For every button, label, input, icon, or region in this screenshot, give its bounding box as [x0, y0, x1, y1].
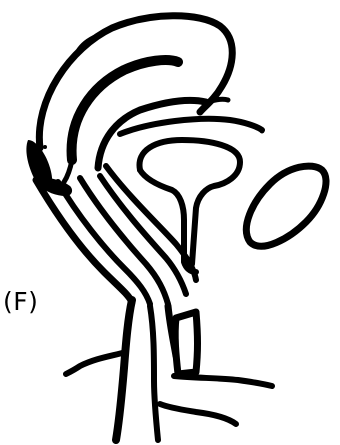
lower-stem-middle [150, 306, 158, 440]
lower-arch-band [98, 100, 206, 168]
left-dark-dot [43, 145, 47, 149]
arch-crossing-band [120, 119, 262, 134]
arch-right-tick [204, 99, 228, 104]
arch-crossing-dot [260, 129, 265, 134]
lower-right-cell [175, 312, 197, 374]
panel-label: (F) [3, 289, 38, 314]
stem-left-branch [66, 352, 126, 374]
lower-stem-left-wall [116, 300, 132, 440]
isolated-oval-structure [246, 166, 326, 246]
base-right-branch-lower [160, 404, 236, 424]
outer-arch-hook [77, 38, 94, 54]
inner-arch-tail [64, 160, 72, 182]
base-right-branch-upper [174, 376, 272, 386]
